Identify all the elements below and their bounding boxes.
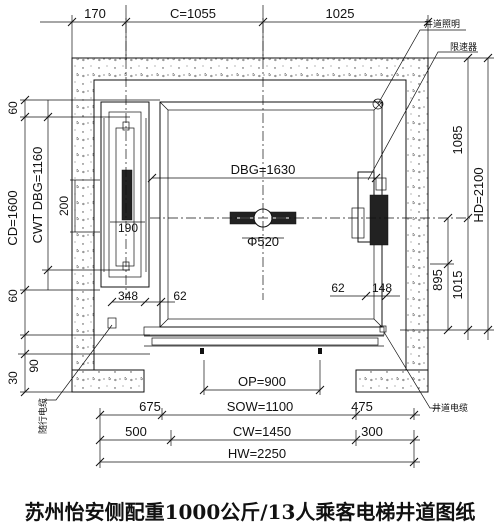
dim-top-170: 170 [84,6,106,21]
dim-500: 500 [125,424,147,439]
dim-300: 300 [361,424,383,439]
dim-30: 30 [6,371,20,385]
dim-348: 348 [118,289,138,303]
car-guide-rail-right [351,171,389,246]
landing-door [143,326,385,354]
dim-top-1025: 1025 [326,6,355,21]
right-dimensions [400,53,494,340]
dim-cw: CW=1450 [233,424,291,439]
dim-1085: 1085 [450,126,465,155]
dim-895: 895 [430,269,445,291]
dim-475: 475 [351,399,373,414]
dim-62-left: 62 [173,289,187,303]
dim-cwt-dbg: CWT DBG=1160 [30,147,45,244]
dim-cd: CD=1600 [5,190,20,245]
dim-60-top: 60 [6,101,20,115]
dim-90: 90 [27,359,41,373]
dim-hd: HD=2100 [471,167,486,222]
travel-cable-box [107,317,117,329]
inner-dimensions [107,173,400,307]
dim-200: 200 [57,196,71,216]
dim-675: 675 [139,399,161,414]
dim-hw: HW=2250 [228,446,286,461]
label-shaft-light: 井道照明 [424,18,460,30]
dim-op: OP=900 [238,374,286,389]
dim-sow: SOW=1100 [227,399,294,414]
counterweight-frame [100,101,150,288]
dim-top-c: C=1055 [170,6,216,21]
leader-lines [44,29,478,409]
elevator-car [159,101,383,328]
hoistway-walls [71,57,429,393]
dim-1015: 1015 [450,271,465,300]
dim-phi: Φ520 [247,234,279,249]
label-governor: 限速器 [450,42,477,53]
bottom-dimensions [95,360,420,468]
label-shaft-cable: 井道电缆 [432,402,468,414]
dim-148: 148 [372,281,392,295]
dim-190: 190 [118,221,138,235]
hoistway-plan-drawing: 170 C=1055 1025 60 CD=1600 CWT DBG=1160 … [5,5,494,468]
shaft-cable-box [379,325,387,333]
drawing-caption: 苏州怡安侧配重1000公斤/13人乘客电梯井道图纸 [24,500,476,524]
dim-60-bottom: 60 [6,289,20,303]
left-dimensions [18,95,160,397]
dim-62-right: 62 [331,281,345,295]
label-travel-cable: 随行电缆 [37,398,49,434]
dim-dbg: DBG=1630 [231,162,296,177]
top-dimensions [40,15,433,60]
